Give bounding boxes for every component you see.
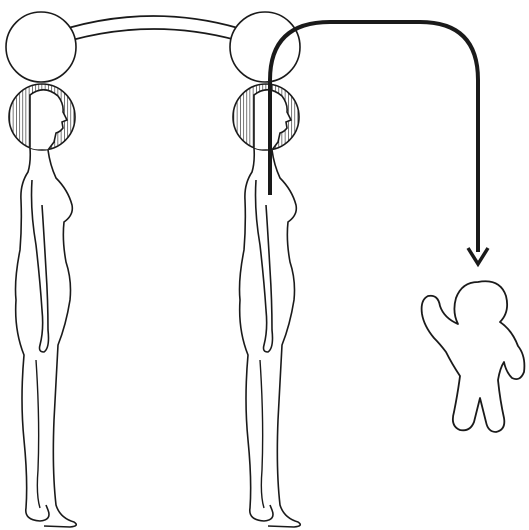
curved-arrow: [270, 22, 488, 264]
child-figure: [422, 281, 525, 432]
upper-halo-right: [230, 12, 300, 82]
head-halo-right: [233, 84, 299, 150]
head-halo-left: [9, 84, 75, 150]
human-figure-right: [233, 84, 300, 527]
upper-halo-left: [6, 12, 76, 82]
human-figure-left: [9, 84, 76, 527]
halo-connection-band: [68, 16, 238, 40]
